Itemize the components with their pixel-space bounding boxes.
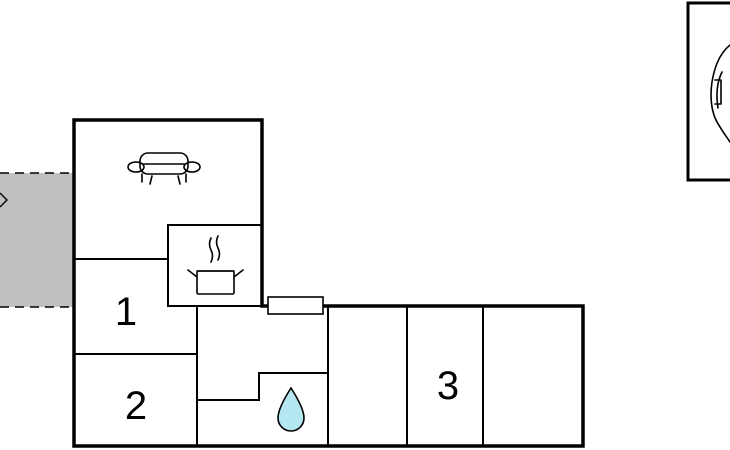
room-label-3: 3 [437,364,459,408]
room-label-1: 1 [115,290,137,334]
cooking-pot-icon [187,235,244,295]
parking-area [686,1,730,182]
kitchen-walls [167,224,263,307]
outer-walls [72,118,585,448]
terrace-arrow-icon [0,192,8,208]
sofa-icon [127,152,201,185]
window-element [267,296,324,315]
car-icon [710,44,730,143]
terrace-area [0,172,74,308]
interior-walls [74,224,484,446]
water-drop-icon [277,386,305,432]
room-label-2: 2 [125,384,147,428]
